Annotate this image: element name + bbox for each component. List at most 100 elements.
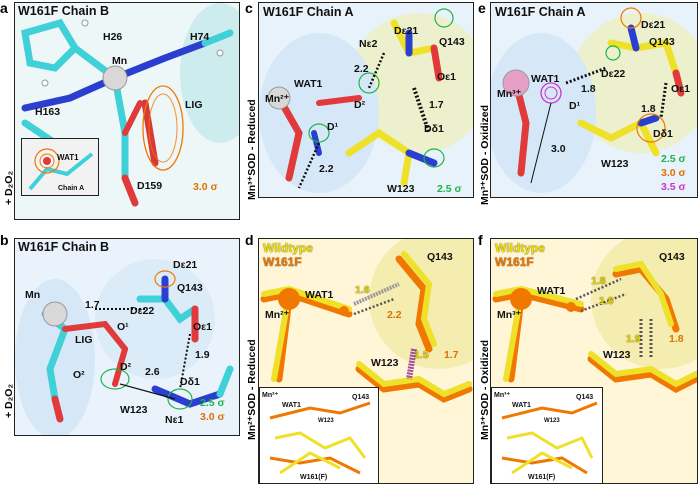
b-title: W161F Chain B <box>18 240 109 254</box>
b-label-mn: Mn <box>25 289 41 301</box>
inset-chain: Chain A <box>58 185 85 192</box>
e-label-de22: Dε22 <box>601 68 626 80</box>
e-label-d1: D¹ <box>569 100 581 112</box>
e-dist-3: 3.0 <box>551 143 566 155</box>
c-label-mn2: Mn²⁺ <box>265 93 290 105</box>
c-dist-3: 2.2 <box>319 163 334 175</box>
d-label-mn2: Mn²⁺ <box>265 309 290 321</box>
e-label-wat1: WAT1 <box>531 73 560 85</box>
panel-letter-e: e <box>478 0 486 16</box>
b-label-o1: O¹ <box>117 321 129 333</box>
f-inset-w123: W123 <box>544 418 560 424</box>
panel-f-inset: Mn³⁺ WAT1 Q143 W123 W161(F) <box>491 387 603 483</box>
panel-a-inset: WAT1 Chain A <box>21 138 99 196</box>
f-legend-w161f: W161F <box>495 255 534 269</box>
panel-b: Mn Dε21 Q143 1.7 Dε22 O¹ Oε1 LIG O² D² 2… <box>14 238 240 436</box>
d-dist-1: 1.6 <box>355 284 370 296</box>
c-label-dd1: Dδ1 <box>424 123 444 135</box>
panel-d: Wildtype W161F Q143 1.6 WAT1 2.2 Mn²⁺ 1.… <box>258 238 474 484</box>
f-label-wat1: WAT1 <box>537 285 566 297</box>
e-sigma-magenta: 3.5 σ <box>661 181 686 193</box>
label-mn: Mn <box>112 55 128 67</box>
panel-d-inset: Mn²⁺ WAT1 Q143 W123 W161(F) <box>259 387 379 483</box>
e-label-oe1: Oε1 <box>671 83 690 95</box>
c-dist-1: 2.2 <box>354 63 369 75</box>
b-sigma-orange: 3.0 σ <box>200 411 225 423</box>
d-label-w123: W123 <box>371 357 399 369</box>
panel-c-structure <box>259 3 473 197</box>
d-inset-wat1: WAT1 <box>282 402 301 409</box>
f-legend-wildtype: Wildtype <box>495 241 545 255</box>
panel-e-structure <box>491 3 697 197</box>
b-label-dd1: Dδ1 <box>180 376 200 388</box>
label-d159: D159 <box>137 180 163 192</box>
b-dist-3: 1.9 <box>195 349 210 361</box>
e-label-dd1: Dδ1 <box>653 128 673 140</box>
b-dist-1: 1.7 <box>85 299 100 311</box>
e-sigma-orange: 3.0 σ <box>661 167 686 179</box>
b-label-d2: D² <box>120 361 132 373</box>
c-title: W161F Chain A <box>263 5 354 19</box>
c-label-d1: D¹ <box>327 121 339 133</box>
c-label-ne2: Nε2 <box>359 38 378 50</box>
f-dist-2: 1.8 <box>599 295 614 307</box>
label-h26: H26 <box>103 31 123 43</box>
e-sigma-green: 2.5 σ <box>661 153 686 165</box>
d-label-wat1: WAT1 <box>305 289 334 301</box>
f-dist-1: 1.8 <box>591 275 606 287</box>
b-label-de22: Dε22 <box>130 305 155 317</box>
e-label-mn3: Mn³⁺ <box>497 88 522 100</box>
d-dist-4: 1.7 <box>444 349 459 361</box>
f-inset-wat1: WAT1 <box>512 402 531 409</box>
panel-a-inset-structure <box>22 139 98 195</box>
panel-d-inset-structure <box>260 388 378 483</box>
d-inset-w123: W123 <box>318 418 334 424</box>
c-label-de21: Dε21 <box>394 25 419 37</box>
panel-letter-d: d <box>245 232 254 248</box>
d-label-q143: Q143 <box>427 251 453 263</box>
f-inset-w161: W161(F) <box>528 474 556 481</box>
e-dist-1: 1.8 <box>581 83 596 95</box>
f-label-w123: W123 <box>603 349 631 361</box>
panel-a: H26 H74 Mn H163 LIG D159 3.0 σ WAT1 Chai… <box>14 2 240 220</box>
f-label-mn3: Mn³⁺ <box>497 309 522 321</box>
c-label-d2: D² <box>354 99 366 111</box>
panel-f-inset-structure <box>492 388 602 483</box>
b-label-oe1: Oε1 <box>193 321 212 333</box>
a-title: W161F Chain B <box>18 4 109 18</box>
b-label-o2: O² <box>73 369 85 381</box>
b-label-de21: Dε21 <box>173 259 198 271</box>
e-label-w123: W123 <box>601 158 629 170</box>
e-title: W161F Chain A <box>495 5 586 19</box>
panel-b-structure <box>15 239 239 435</box>
b-label-w123: W123 <box>120 404 148 416</box>
e-label-de21: Dε21 <box>641 19 666 31</box>
panel-c: W161F Chain A Dε21 Nε2 Q143 2.2 WAT1 Mn²… <box>258 2 474 198</box>
panel-letter-b: b <box>0 232 9 248</box>
c-label-oe1: Oε1 <box>437 71 456 83</box>
d-dist-2: 2.2 <box>387 309 402 321</box>
f-inset-q143: Q143 <box>576 394 594 401</box>
d-legend-w161f: W161F <box>263 255 302 269</box>
panel-letter-f: f <box>478 232 483 248</box>
side-label-c: Mn³⁺SOD - Reduced <box>246 99 258 200</box>
f-label-q143: Q143 <box>659 251 685 263</box>
panel-e: W161F Chain A Dε21 Q143 WAT1 Dε22 Mn³⁺ 1… <box>490 2 698 198</box>
e-dist-2: 1.8 <box>641 103 656 115</box>
d-dist-3: 1.5 <box>414 349 429 361</box>
b-label-lig: LIG <box>75 334 93 346</box>
c-label-w123: W123 <box>387 183 415 195</box>
inset-wat1: WAT1 <box>57 153 79 162</box>
c-label-wat1: WAT1 <box>294 78 323 90</box>
f-dist-4: 1.8 <box>669 333 684 345</box>
d-legend-wildtype: Wildtype <box>263 241 313 255</box>
d-inset-q143: Q143 <box>352 394 370 401</box>
c-sigma-green: 2.5 σ <box>437 183 462 195</box>
sigma-orange: 3.0 σ <box>193 181 218 193</box>
panel-letter-c: c <box>245 0 253 16</box>
b-dist-2: 2.6 <box>145 366 160 378</box>
b-label-q143: Q143 <box>177 282 203 294</box>
f-dist-3: 1.9 <box>626 333 641 345</box>
side-label-d: Mn²⁺SOD - Reduced <box>246 339 258 440</box>
c-label-q143: Q143 <box>439 36 465 48</box>
